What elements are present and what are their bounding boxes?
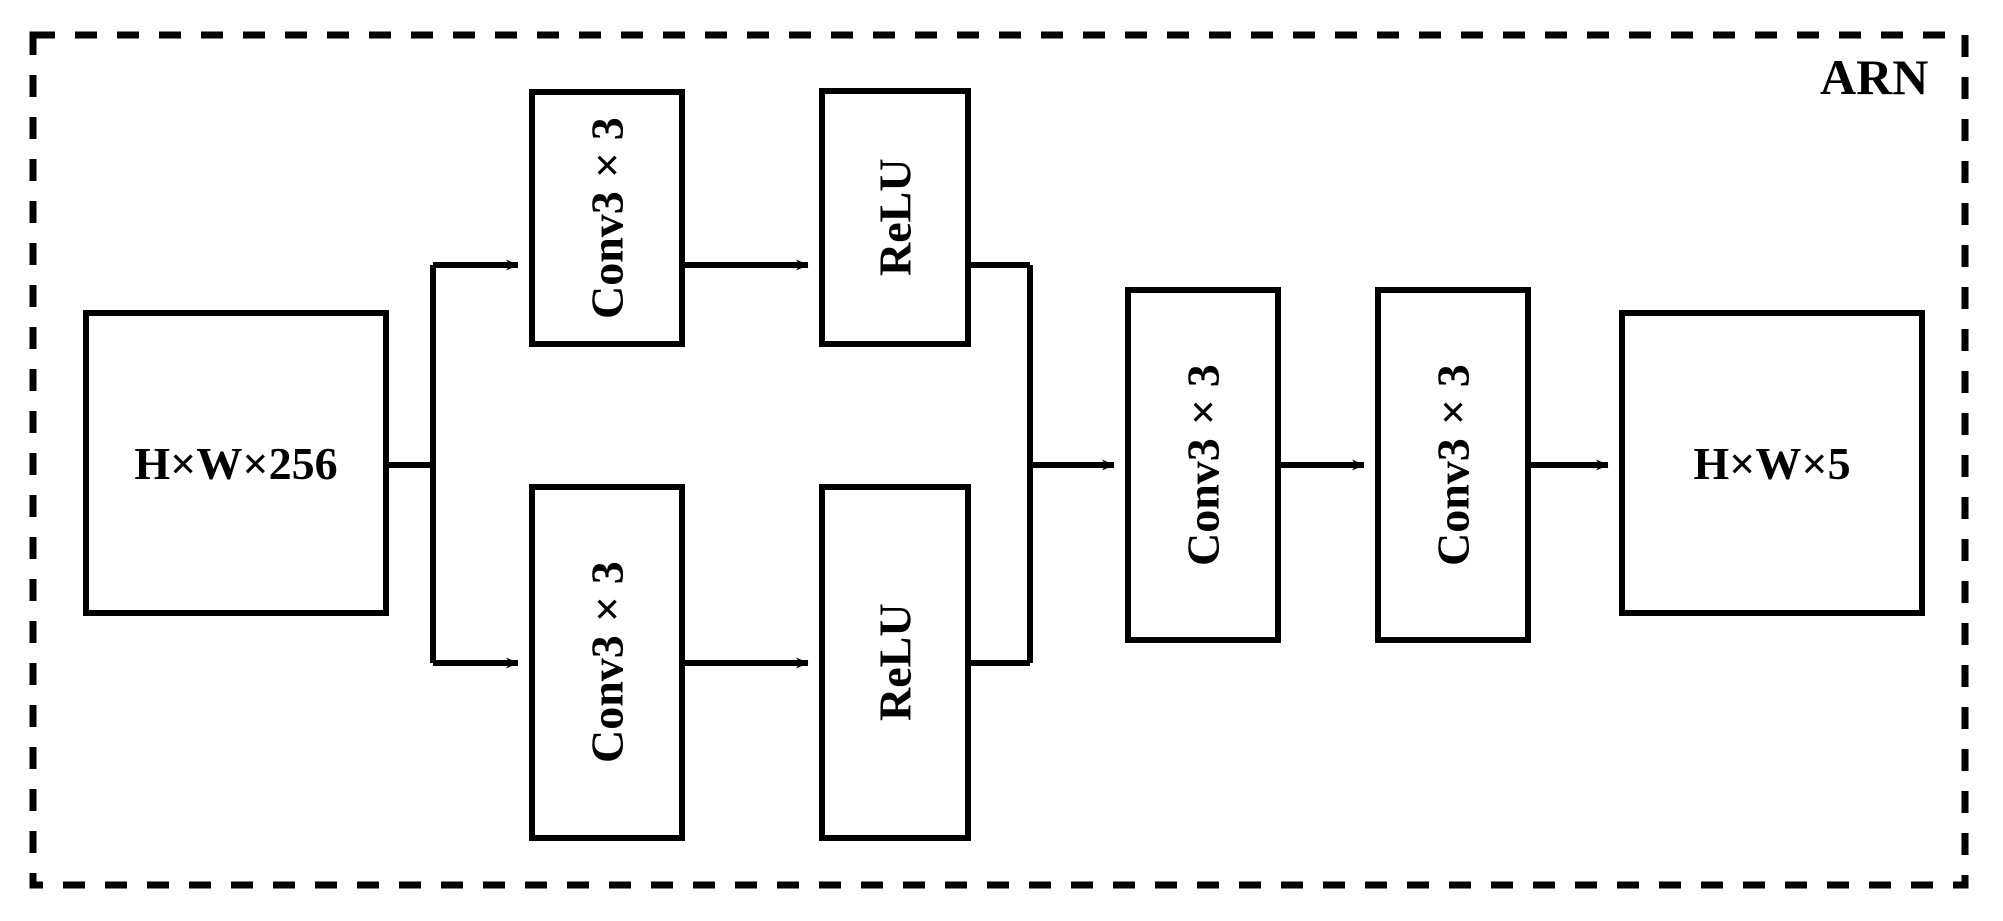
node-box-conv-top[interactable] — [529, 89, 685, 347]
node-box-conv-merge-2[interactable] — [1375, 287, 1531, 643]
node-box-relu-top[interactable] — [819, 88, 971, 347]
arn-module-boundary — [29, 31, 1969, 889]
node-box-input[interactable] — [83, 310, 389, 616]
module-title-arn: ARN — [1820, 49, 1929, 105]
node-box-conv-bottom[interactable] — [529, 484, 685, 841]
node-box-relu-bottom[interactable] — [819, 484, 971, 841]
node-box-output[interactable] — [1619, 310, 1925, 616]
node-box-conv-merge-1[interactable] — [1125, 287, 1281, 643]
